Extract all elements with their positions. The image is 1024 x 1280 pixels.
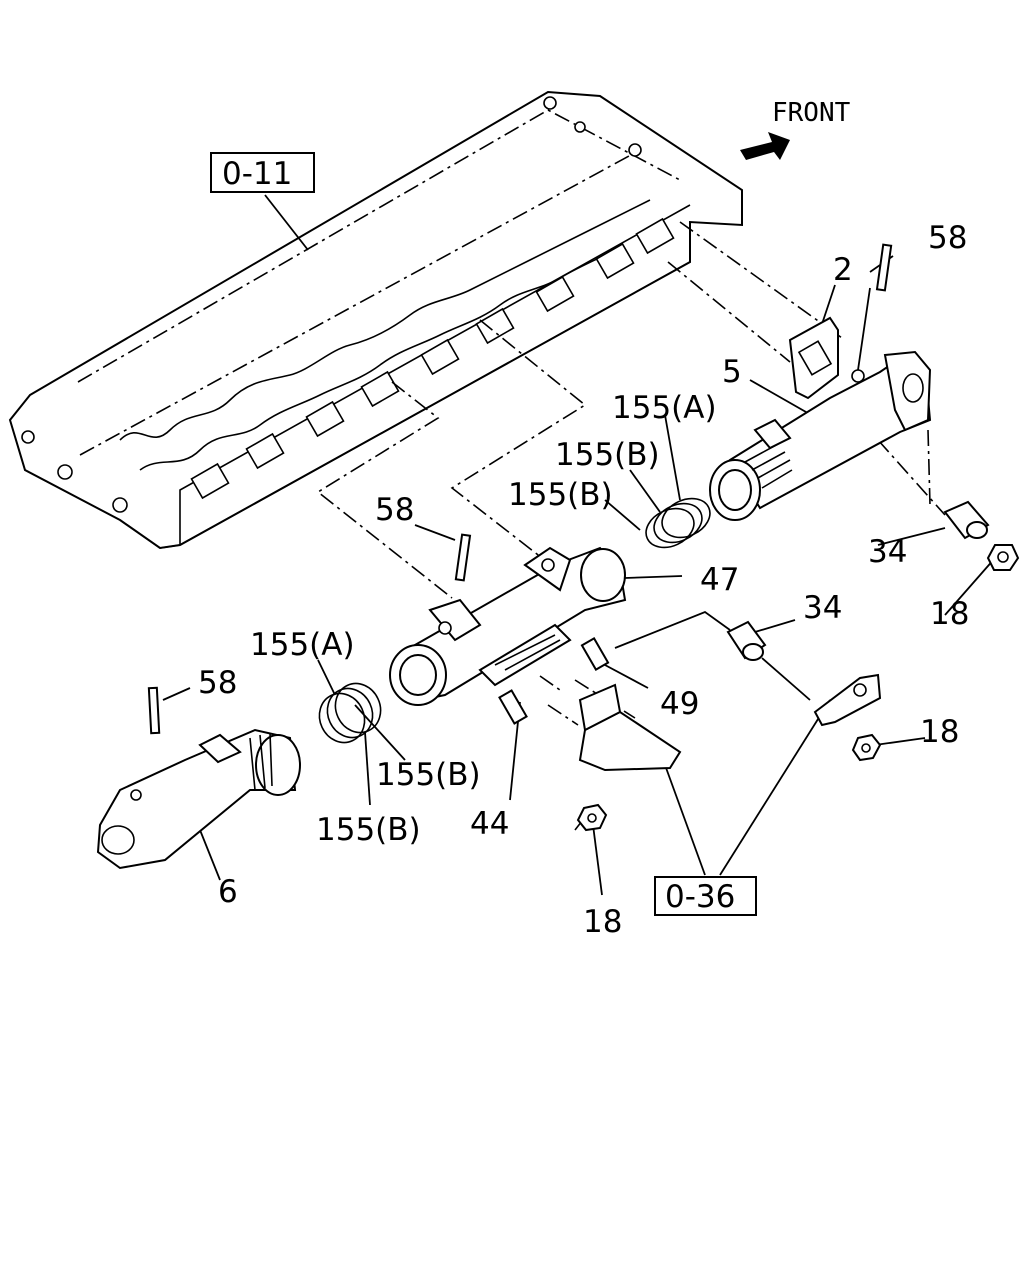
callout-ring-a-left: 155(A) bbox=[250, 627, 355, 663]
seal-rings-right bbox=[645, 497, 711, 549]
cylinder-head bbox=[8, 90, 743, 550]
callout-spacer-center: 34 bbox=[803, 590, 842, 626]
center-pipe bbox=[389, 546, 627, 706]
part-callouts: 2 5 6 47 58 58 58 155(A) 155(B) 155(B) 1… bbox=[198, 220, 969, 940]
svg-text:0-36: 0-36 bbox=[665, 879, 735, 915]
callout-front-pipe: 6 bbox=[218, 874, 238, 910]
gasket bbox=[788, 316, 839, 400]
callout-spacer-right: 34 bbox=[868, 534, 907, 570]
stud-center bbox=[454, 533, 472, 582]
reference-box-cylinder-head: 0-11 bbox=[210, 152, 315, 193]
callout-ring-b-left-upper: 155(B) bbox=[376, 757, 481, 793]
callout-rear-pipe: 5 bbox=[722, 354, 742, 390]
spacer-center bbox=[726, 620, 767, 661]
callout-gasket: 2 bbox=[833, 252, 853, 288]
reference-box-bracket: 0-36 bbox=[654, 876, 757, 916]
callout-nut-right: 18 bbox=[930, 596, 969, 632]
stud-bolt-44 bbox=[498, 689, 528, 725]
callout-ring-a-right: 155(A) bbox=[612, 390, 717, 426]
spacer-right bbox=[943, 500, 990, 540]
svg-text:0-11: 0-11 bbox=[222, 156, 292, 192]
nut-bottom bbox=[576, 803, 608, 832]
callout-center-pipe: 47 bbox=[700, 562, 739, 598]
front-label: FRONT bbox=[772, 98, 851, 128]
callout-stud-top-right: 58 bbox=[928, 220, 967, 256]
leader-lines bbox=[162, 194, 996, 896]
stud-bolt-49 bbox=[580, 637, 610, 671]
callout-nut-bottom: 18 bbox=[583, 904, 622, 940]
stud-left bbox=[147, 686, 161, 735]
callout-stud-bolt-44: 44 bbox=[470, 806, 509, 842]
front-pipe bbox=[96, 728, 301, 870]
callout-ring-b-left-lower: 155(B) bbox=[316, 812, 421, 848]
front-arrow-icon bbox=[740, 132, 790, 160]
rear-pipe bbox=[709, 350, 932, 521]
bracket bbox=[578, 673, 882, 772]
callout-nut-center: 18 bbox=[920, 714, 959, 750]
seal-rings-left bbox=[318, 682, 382, 744]
callout-stud-bolt-49: 49 bbox=[660, 686, 699, 722]
nut-right bbox=[986, 544, 1020, 571]
callout-ring-b-right-upper: 155(B) bbox=[555, 437, 660, 473]
callout-ring-b-right-lower: 155(B) bbox=[508, 477, 613, 513]
head-ports bbox=[190, 217, 675, 500]
callout-stud-center: 58 bbox=[375, 492, 414, 528]
nut-center bbox=[851, 733, 882, 762]
stud-top-right bbox=[875, 243, 893, 292]
front-arrow: FRONT bbox=[740, 98, 851, 160]
callout-stud-left: 58 bbox=[198, 665, 237, 701]
